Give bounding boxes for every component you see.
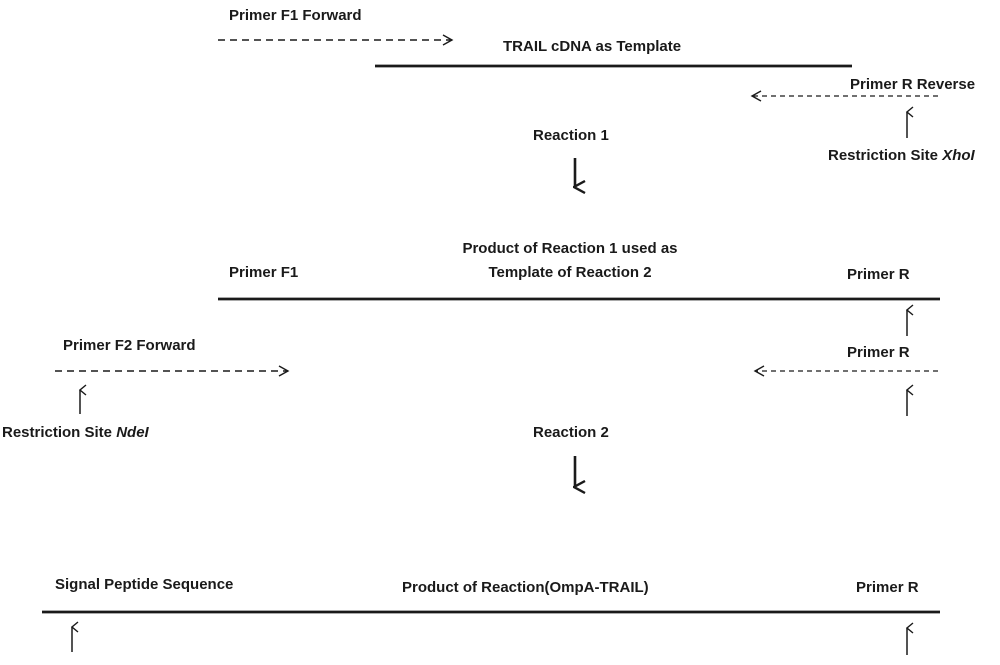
primer-f1-forward-label: Primer F1 Forward: [229, 7, 362, 24]
primer-r-mid-label: Primer R: [847, 344, 910, 361]
primer-r-top-label: Primer R: [847, 266, 910, 283]
primer-r-reverse-label: Primer R Reverse: [850, 76, 976, 93]
final-product-label: Product of Reaction(OmpA-TRAIL): [402, 579, 649, 596]
primer-f1-label: Primer F1: [229, 264, 299, 281]
signal-peptide-label: Signal Peptide Sequence: [55, 576, 234, 593]
template-title: TRAIL cDNA as Template: [503, 38, 682, 55]
product-reaction1-line2: Template of Reaction 2: [488, 264, 652, 281]
reaction1-label: Reaction 1: [533, 127, 609, 144]
primer-f2-forward-label: Primer F2 Forward: [63, 337, 196, 354]
restriction-enzyme-ndei: NdeI: [116, 424, 149, 441]
restriction-site-prefix: Restriction Site: [828, 147, 943, 164]
product-reaction1-line1: Product of Reaction 1 used as: [462, 240, 678, 257]
reaction2-label: Reaction 2: [533, 424, 609, 441]
restriction-site-xhoi-label: Restriction Site XhoI: [828, 147, 975, 165]
primer-r-final-label: Primer R: [856, 579, 919, 596]
restriction-enzyme-xhoi: XhoI: [942, 147, 975, 164]
restriction-site-prefix-2: Restriction Site: [2, 424, 117, 441]
restriction-site-ndei-label: Restriction Site NdeI: [2, 424, 149, 442]
